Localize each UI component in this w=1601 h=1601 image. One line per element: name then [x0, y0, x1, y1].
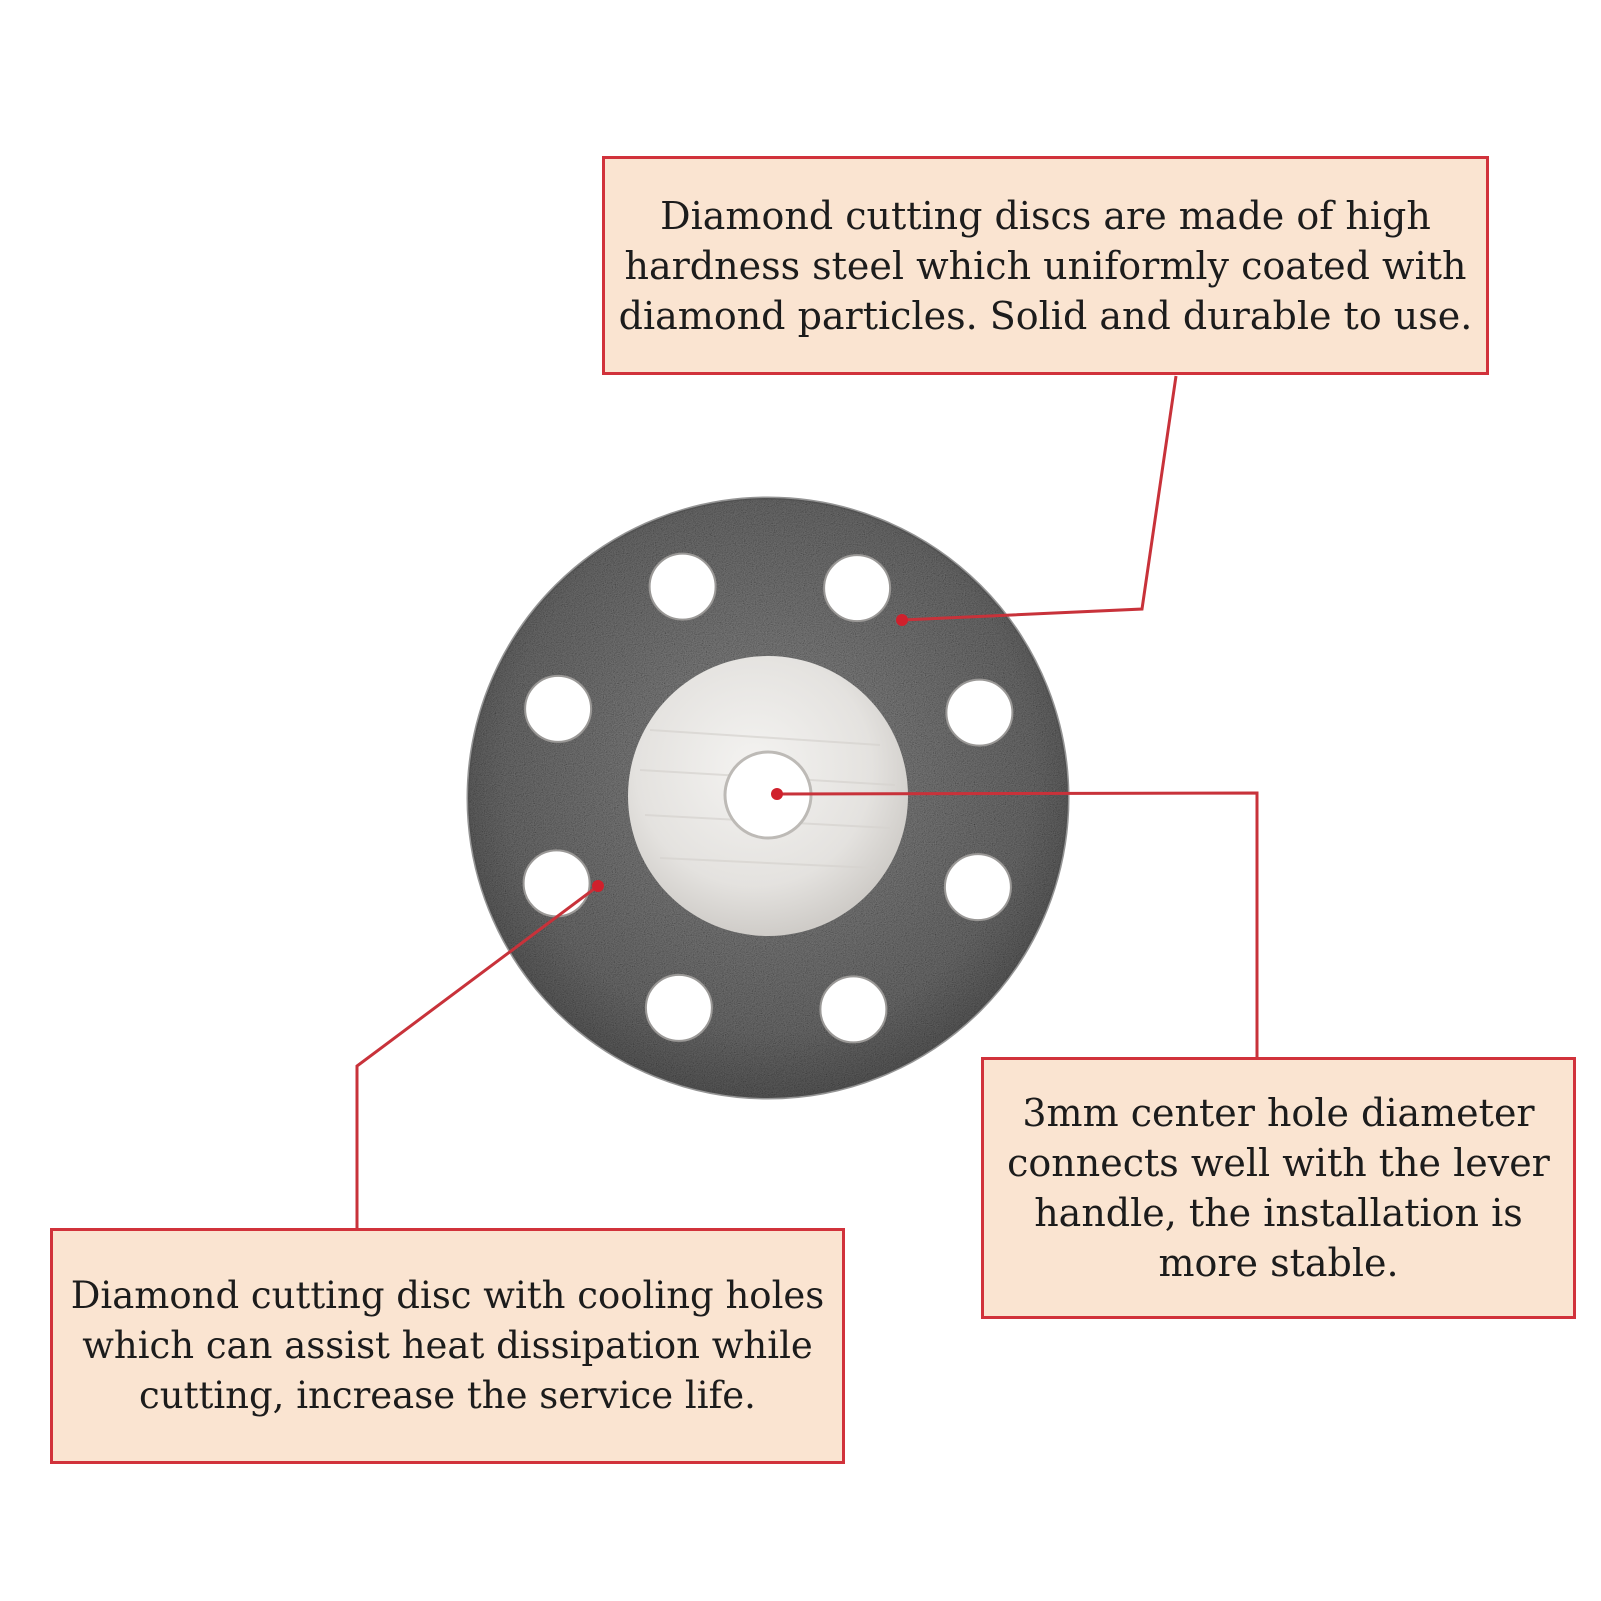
cooling-hole — [819, 975, 888, 1044]
cooling-hole — [945, 678, 1014, 747]
leader-lines — [355, 375, 1259, 1228]
cooling-hole — [943, 853, 1012, 922]
leader-dot-top — [896, 614, 908, 626]
cooling-hole — [823, 554, 892, 623]
cooling-hole — [648, 552, 717, 621]
disc-rim — [466, 496, 1070, 1100]
cooling-hole — [644, 973, 713, 1042]
cooling-holes — [522, 552, 1014, 1044]
callout-material: Diamond cutting discs are made of high h… — [602, 156, 1489, 375]
leader-dot-left — [592, 880, 604, 892]
callout-center-hole: 3mm center hole diameter connects well w… — [981, 1057, 1576, 1319]
leader-line-right — [776, 791, 1259, 1057]
leader-dot-right — [771, 788, 783, 800]
cooling-hole — [524, 674, 593, 743]
callout-cooling-holes: Diamond cutting disc with cooling holes … — [50, 1228, 845, 1464]
leader-line-top — [901, 375, 1178, 622]
cooling-hole — [522, 849, 591, 918]
leader-line-left — [355, 884, 599, 1228]
